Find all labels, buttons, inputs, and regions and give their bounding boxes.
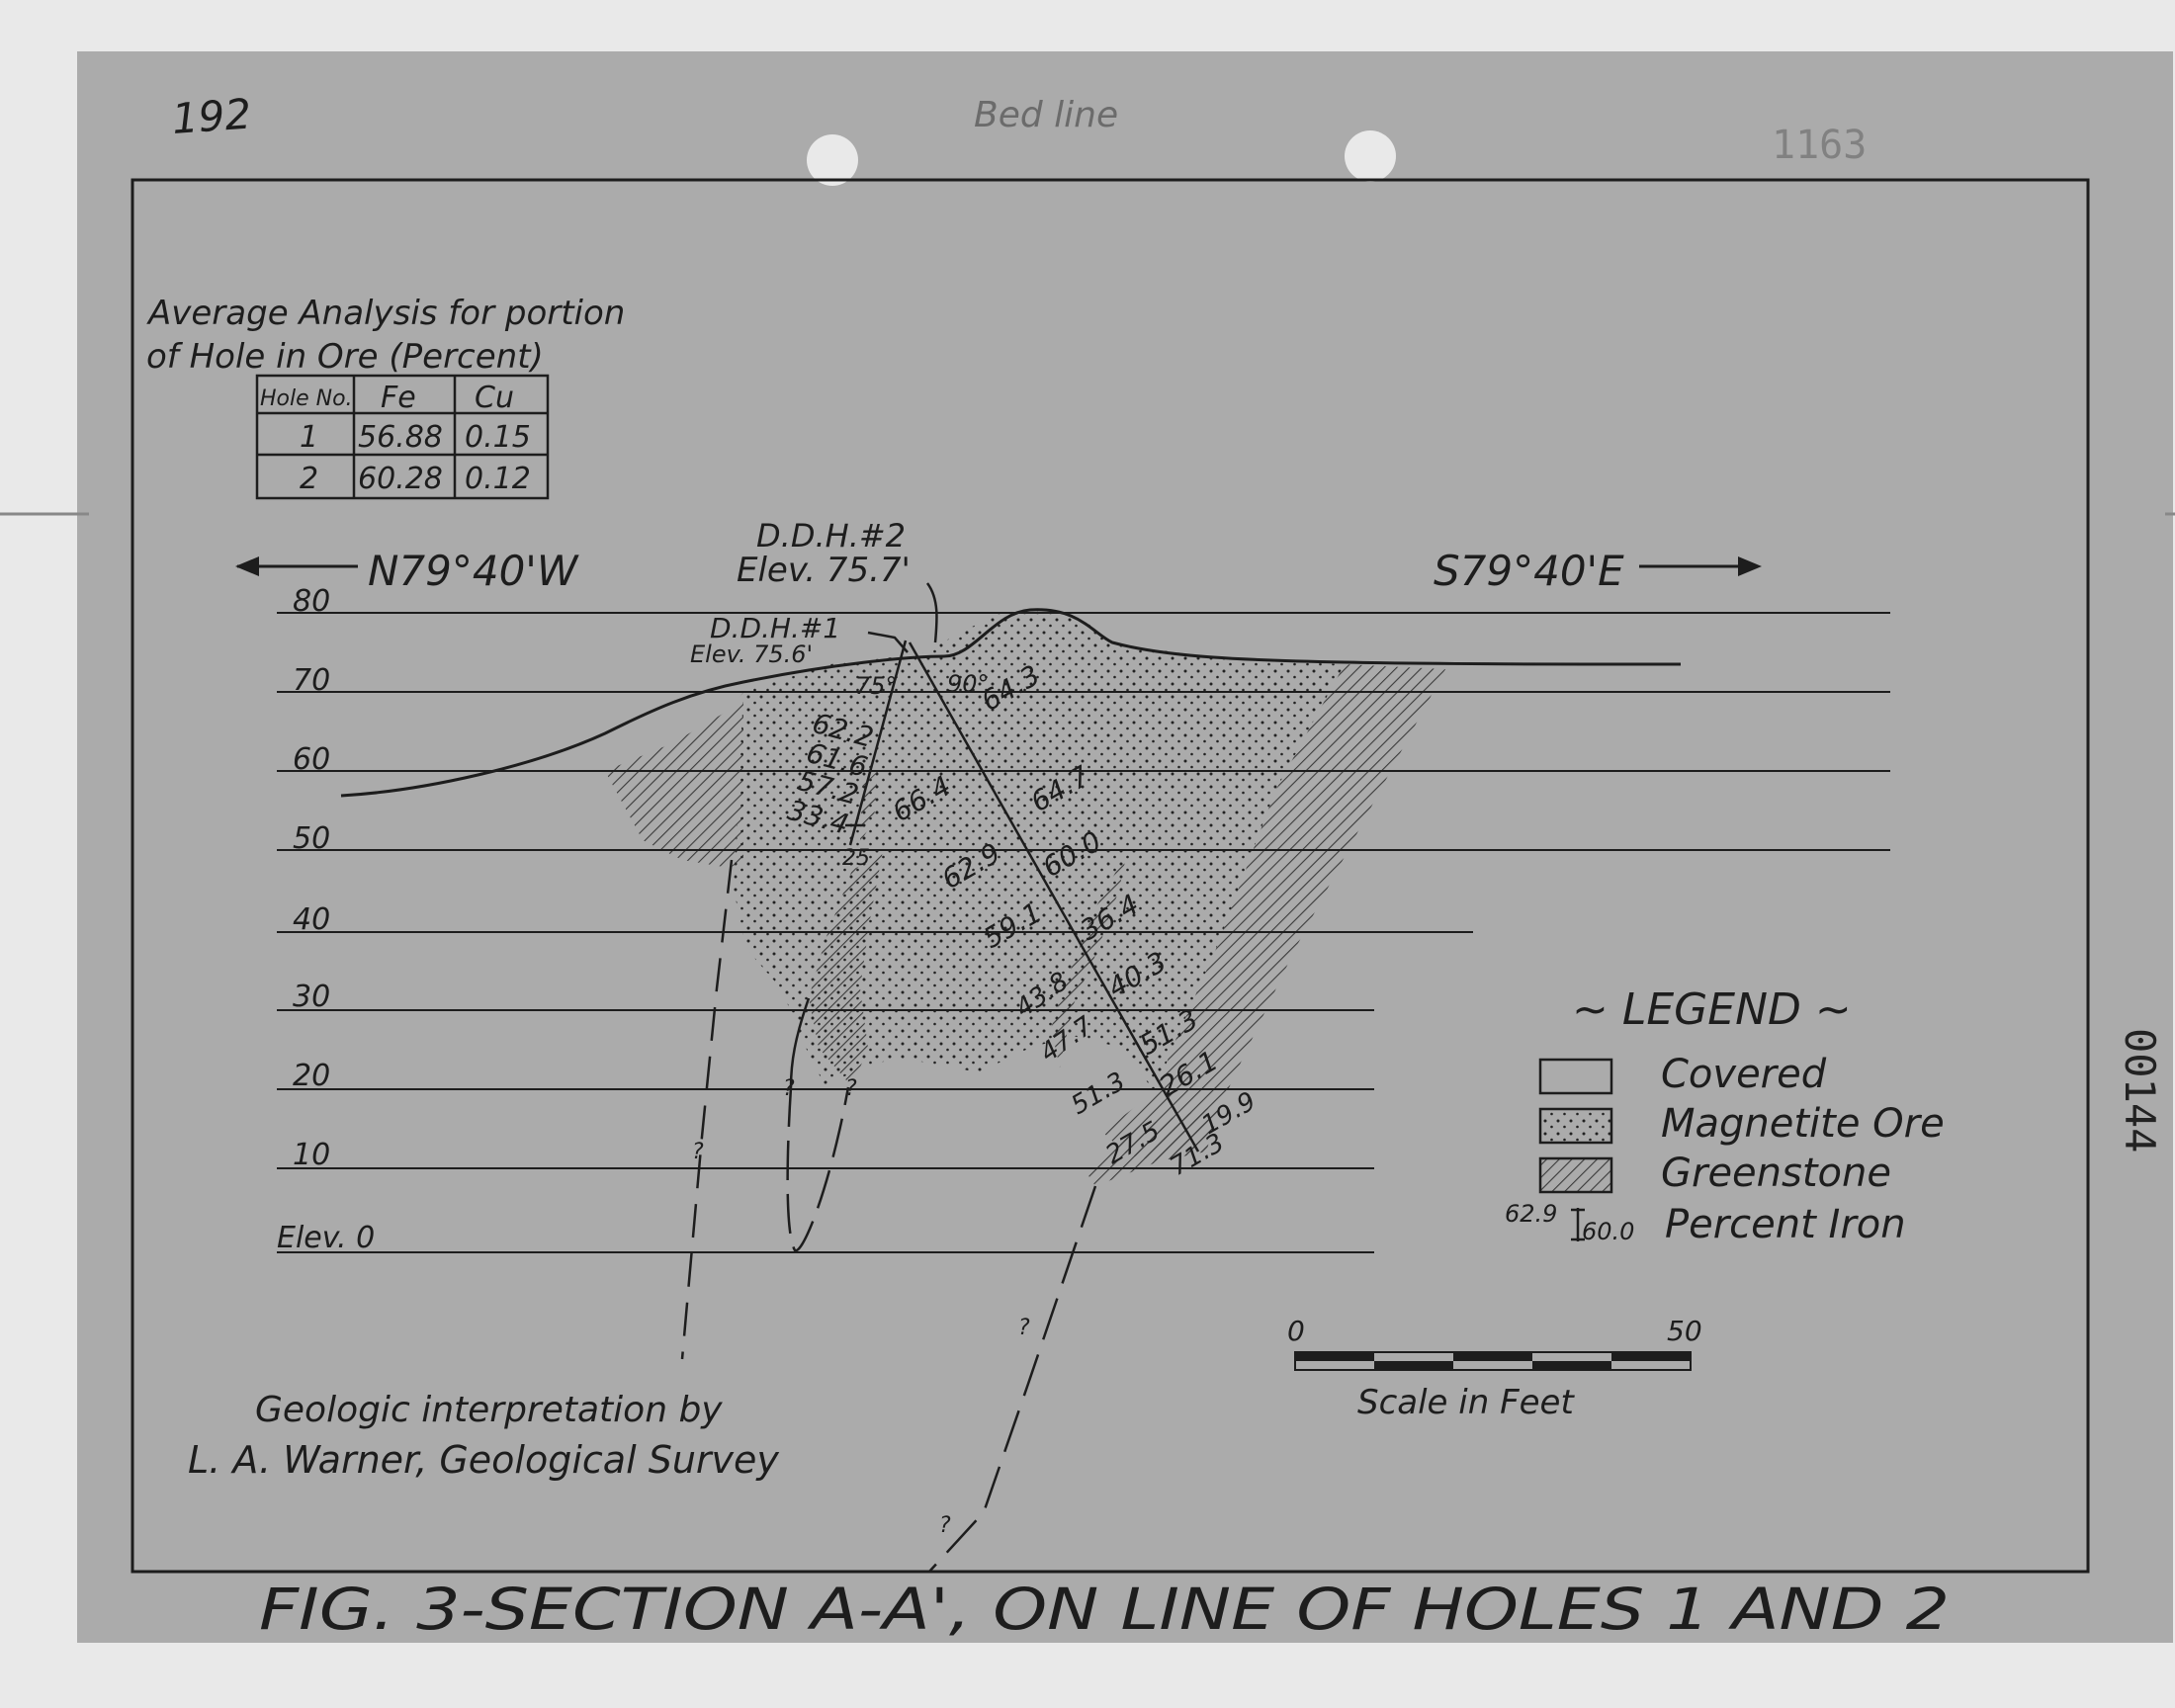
ddh2-elevation: Elev. 75.7' — [737, 551, 911, 590]
elev-label-0: Elev. 0 — [277, 1221, 375, 1255]
elevation-grid — [277, 612, 1890, 1253]
credit-line1: Geologic interpretation by — [255, 1390, 723, 1430]
scale-zero-label: 0 — [1287, 1315, 1305, 1347]
punch-hole — [1345, 130, 1396, 182]
greenstone-lens-hole1 — [809, 840, 885, 1087]
iron-value-hole1: 25 — [842, 846, 870, 871]
inferred-contact-west — [680, 859, 734, 1360]
legend-iron-right-value: 60.0 — [1582, 1218, 1634, 1245]
query-mark: ? — [692, 1140, 704, 1164]
ddh2-drill-hole — [908, 641, 1200, 1153]
legend-title: ~ LEGEND ~ — [1572, 984, 1852, 1035]
analysis-table — [255, 374, 550, 500]
ddh1-collar-arrow — [867, 631, 909, 653]
ddh1-dip-angle: 75° — [855, 672, 898, 700]
ddh1-elevation: Elev. 75.6' — [690, 640, 813, 668]
inferred-contact-east — [928, 1185, 1097, 1573]
query-mark: ? — [1018, 1316, 1030, 1340]
inferred-contact-lens-inner — [789, 997, 811, 1088]
legend-swatch-greenstone — [1538, 1156, 1613, 1194]
ground-surface-profile — [340, 608, 1682, 798]
scale-bar — [1294, 1351, 1692, 1371]
drawing-frame — [130, 178, 2090, 1574]
elev-label-40: 40 — [293, 902, 330, 937]
legend-label-magnetite: Magnetite Ore — [1661, 1101, 1945, 1147]
direction-east-label: S79°40'E — [1434, 547, 1624, 595]
margin-note-right: 1163 — [1772, 123, 1867, 168]
direction-west-label: N79°40'W — [368, 547, 579, 595]
legend-swatch-magnetite — [1538, 1107, 1613, 1145]
table-cell-hole-2: 2 — [300, 462, 318, 496]
analysis-title-line2: of Hole in Ore (Percent) — [146, 337, 544, 377]
table-cell-hole-1: 1 — [300, 420, 318, 455]
side-id-number: 00144 — [2116, 1028, 2164, 1153]
query-mark: ? — [783, 1076, 795, 1101]
table-cell-cu-1: 0.15 — [465, 420, 531, 455]
legend-label-covered: Covered — [1661, 1052, 1827, 1097]
inferred-contact-lens — [786, 1086, 850, 1252]
east-arrow — [1639, 556, 1762, 576]
figure-title: FIG. 3-SECTION A-A', ON LINE OF HOLES 1 … — [259, 1576, 1950, 1643]
legend-swatch-covered — [1538, 1058, 1613, 1095]
elev-label-50: 50 — [293, 821, 330, 856]
elev-label-10: 10 — [293, 1138, 330, 1172]
elev-label-20: 20 — [293, 1059, 330, 1093]
margin-note-left: 192 — [170, 90, 252, 143]
scale-label: Scale in Feet — [1357, 1383, 1575, 1422]
elev-label-30: 30 — [293, 980, 330, 1014]
elev-label-80: 80 — [293, 584, 330, 619]
legend-iron-left-value: 62.9 — [1505, 1200, 1557, 1228]
table-cell-cu-2: 0.12 — [465, 462, 531, 496]
elev-label-60: 60 — [293, 742, 330, 777]
margin-note-center: Bed line — [974, 95, 1118, 135]
table-header-fe: Fe — [381, 381, 416, 415]
query-mark: ? — [845, 1076, 857, 1101]
analysis-title-line1: Average Analysis for portion — [146, 294, 625, 333]
ddh2-collar-arrow — [925, 582, 938, 643]
elev-label-70: 70 — [293, 663, 330, 698]
ddh2-name: D.D.H.#2 — [756, 517, 906, 555]
table-header-cu: Cu — [475, 381, 514, 415]
ddh2-dip-angle: 90° — [947, 670, 990, 698]
punch-hole — [807, 134, 858, 186]
legend-iron-symbol — [1571, 1208, 1585, 1241]
legend-iron-label: Percent Iron — [1665, 1202, 1906, 1247]
table-cell-fe-2: 60.28 — [358, 462, 443, 496]
greenstone-east-wedge — [1102, 664, 1445, 1161]
query-mark: ? — [939, 1513, 951, 1538]
scale-max-label: 50 — [1667, 1315, 1702, 1347]
greenstone-west-wedge — [605, 692, 743, 868]
west-arrow — [235, 556, 358, 576]
ddh1-name: D.D.H.#1 — [710, 612, 840, 644]
credit-line2: L. A. Warner, Geological Survey — [188, 1438, 779, 1482]
table-cell-fe-1: 56.88 — [358, 420, 443, 455]
legend-label-greenstone: Greenstone — [1661, 1151, 1891, 1196]
ddh1-drill-hole — [848, 640, 908, 846]
table-header-hole: Hole No. — [260, 386, 353, 411]
greenstone-wedge-lower-east — [1088, 1105, 1221, 1186]
